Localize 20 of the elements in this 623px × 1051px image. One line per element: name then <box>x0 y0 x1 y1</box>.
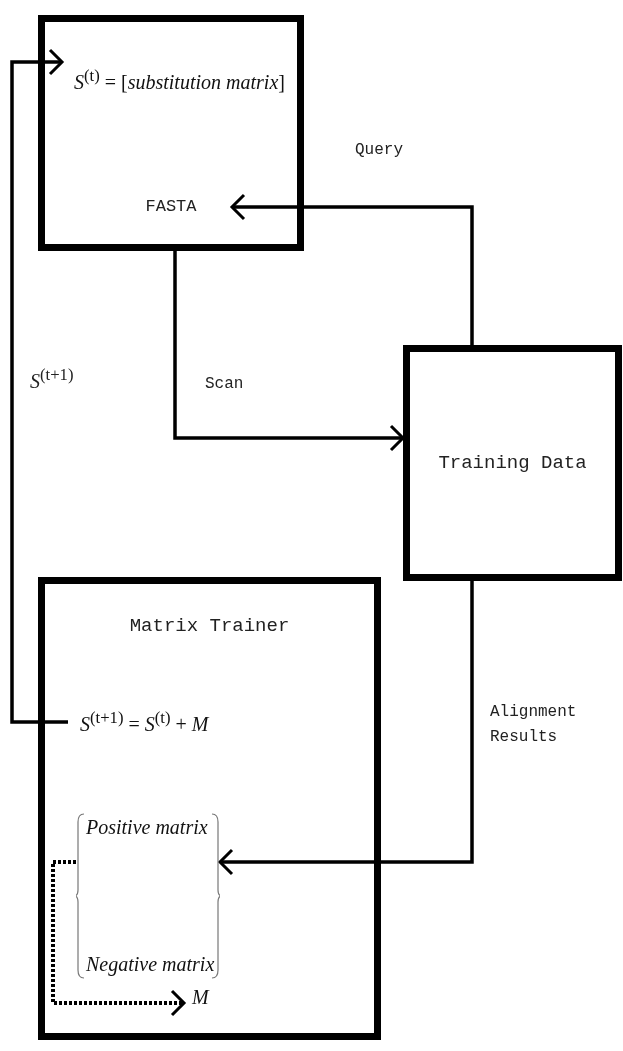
arrow <box>51 860 186 1017</box>
arrow <box>230 193 474 345</box>
process-box <box>38 15 304 251</box>
matrix-symbol: M <box>191 986 209 1009</box>
process-box <box>403 345 622 581</box>
formula: S$^{(t+1)}$ = S$^{(t)}$ + M <box>79 708 209 736</box>
arrow <box>173 251 405 452</box>
edge-label: Scan <box>205 374 245 395</box>
edge-label: S$^{(t+1)}$ <box>30 364 75 394</box>
matrix-label: Positive matrix <box>86 816 208 839</box>
box-title: Training Data <box>438 450 587 476</box>
edge-label: Alignment Results <box>490 702 578 748</box>
box-title: Matrix Trainer <box>129 614 290 639</box>
matrix-label: Negative matrix <box>86 953 215 976</box>
edge-label: Query <box>355 140 404 161</box>
formula: S$^{(t)}$ = [substitution matrix] <box>73 66 285 94</box>
arrow <box>10 48 68 724</box>
box-title: FASTA <box>145 195 197 218</box>
process-box <box>38 577 381 1040</box>
arrow <box>218 581 474 876</box>
